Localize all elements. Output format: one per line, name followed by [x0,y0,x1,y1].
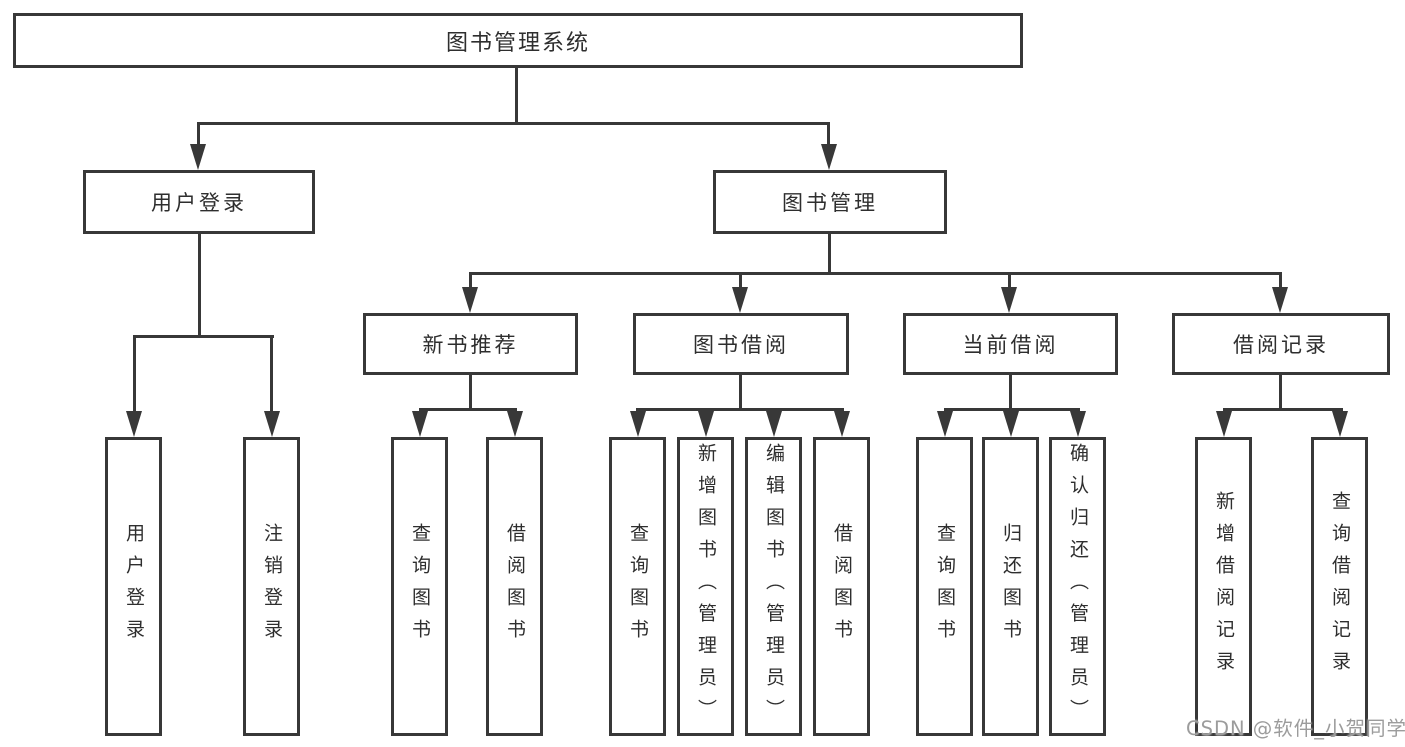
node-user-login: 用户登录 [83,170,315,234]
node-current-borrowing: 当前借阅 [903,313,1118,375]
connector-line [1279,375,1282,411]
connector-line [197,122,200,148]
connector-line [944,408,1080,411]
connector-line [270,335,273,414]
arrow-down-icon [412,411,428,437]
connector-line [469,272,1282,275]
connector-line [828,234,831,275]
arrow-down-icon [630,411,646,437]
leaf-query-books-recommend: 查询图书 [391,437,448,736]
arrow-down-icon [1003,411,1019,437]
arrow-down-icon [766,411,782,437]
leaf-query-borrow-record: 查询借阅记录 [1311,437,1368,736]
leaf-label: 借阅图书 [504,522,526,651]
node-book-management: 图书管理 [713,170,947,234]
connector-line [1223,408,1343,411]
connector-line [1279,272,1282,290]
node-library-management-system: 图书管理系统 [13,13,1023,68]
leaf-label: 新增图书（管理员） [695,442,717,731]
node-book-borrowing: 图书借阅 [633,313,849,375]
arrow-down-icon [1216,411,1232,437]
leaf-label: 新增借阅记录 [1213,490,1235,683]
connector-line [515,68,518,122]
leaf-confirm-return-admin: 确认归还（管理员） [1049,437,1106,736]
connector-line [133,335,274,338]
connector-line [1008,272,1011,290]
arrow-down-icon [821,144,837,170]
leaf-label: 查询图书 [934,522,956,651]
arrow-down-icon [462,287,478,313]
arrow-down-icon [937,411,953,437]
leaf-label: 借阅图书 [831,522,853,651]
csdn-watermark: CSDN @软件_小贺同学 [1186,717,1405,740]
arrow-down-icon [732,287,748,313]
leaf-add-borrow-record: 新增借阅记录 [1195,437,1252,736]
leaf-edit-book-admin: 编辑图书（管理员） [745,437,802,736]
connector-line [739,375,742,411]
arrow-down-icon [1001,287,1017,313]
arrow-down-icon [698,411,714,437]
arrow-down-icon [834,411,850,437]
connector-line [1009,375,1012,411]
node-label: 借阅记录 [1233,333,1329,357]
connector-line [636,408,844,411]
connector-line [827,122,830,148]
node-label: 用户登录 [151,191,247,215]
arrow-down-icon [1272,287,1288,313]
arrow-down-icon [126,411,142,437]
connector-line [739,272,742,290]
leaf-borrow-books-borrowing: 借阅图书 [813,437,870,736]
connector-line [197,122,830,125]
leaf-label: 归还图书 [1000,522,1022,651]
connector-line [198,234,201,337]
arrow-down-icon [264,411,280,437]
node-label: 当前借阅 [962,333,1059,357]
arrow-down-icon [507,411,523,437]
connector-line [419,408,517,411]
leaf-user-login: 用户登录 [105,437,162,736]
arrow-down-icon [1070,411,1086,437]
node-label: 图书管理系统 [445,30,590,56]
node-label: 新书推荐 [422,333,519,357]
arrow-down-icon [190,144,206,170]
leaf-label: 确认归还（管理员） [1067,442,1089,731]
leaf-label: 注销登录 [261,522,283,651]
leaf-label: 用户登录 [123,522,145,651]
node-borrowing-records: 借阅记录 [1172,313,1390,375]
leaf-add-book-admin: 新增图书（管理员） [677,437,734,736]
node-label: 图书借阅 [693,333,789,357]
leaf-borrow-books-recommend: 借阅图书 [486,437,543,736]
connector-line [133,335,136,414]
leaf-query-books-current: 查询图书 [916,437,973,736]
leaf-return-books: 归还图书 [982,437,1039,736]
arrow-down-icon [1332,411,1348,437]
node-new-book-recommendation: 新书推荐 [363,313,578,375]
connector-line [469,375,472,411]
node-label: 图书管理 [782,191,878,215]
leaf-label: 编辑图书（管理员） [763,442,785,731]
leaf-query-books-borrowing: 查询图书 [609,437,666,736]
leaf-label: 查询借阅记录 [1329,490,1351,683]
leaf-label: 查询图书 [627,522,649,651]
leaf-logout: 注销登录 [243,437,300,736]
connector-line [469,272,472,290]
leaf-label: 查询图书 [409,522,431,651]
